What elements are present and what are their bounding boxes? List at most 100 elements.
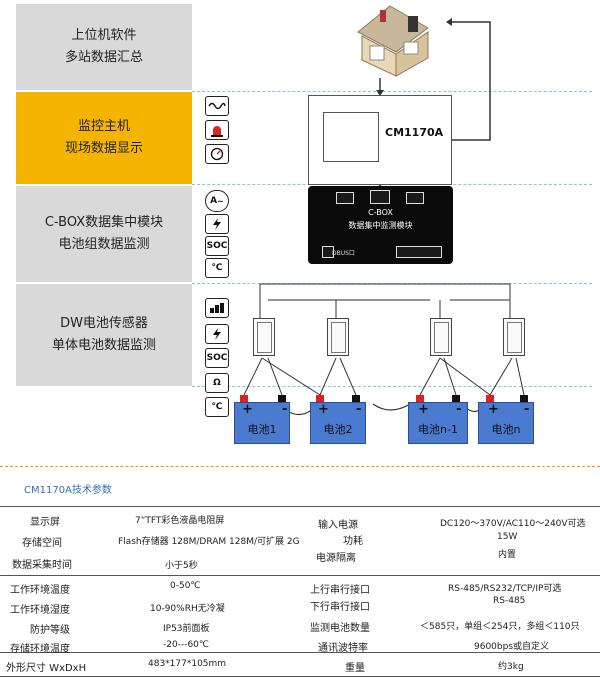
negative-terminal bbox=[520, 395, 528, 402]
positive-terminal bbox=[316, 395, 324, 402]
ohm-icon: Ω bbox=[205, 373, 229, 393]
spec-label: 数据采集时间 bbox=[12, 560, 72, 571]
table-rule bbox=[0, 575, 600, 576]
spec-value: 15W bbox=[497, 532, 518, 542]
minus-sign: - bbox=[524, 402, 530, 417]
spec-value: 483*177*105mm bbox=[148, 659, 227, 669]
battery-cell: 电池1 bbox=[234, 402, 290, 444]
lightning-icon bbox=[205, 214, 229, 234]
device-screen bbox=[323, 112, 379, 162]
device-label: CM1170A bbox=[385, 126, 444, 139]
spec-value: 小于5秒 bbox=[165, 561, 198, 571]
spec-value: ＜585只，单组＜254只，多组＜110只 bbox=[420, 622, 580, 632]
spec-value: 约3kg bbox=[498, 662, 524, 672]
spec-value: 0-50℃ bbox=[170, 581, 201, 591]
tier-host-software: 上位机软件 多站数据汇总 bbox=[16, 4, 192, 90]
spec-label: 输入电源 bbox=[318, 520, 358, 531]
positive-terminal bbox=[240, 395, 248, 402]
battery-cell: 电池n bbox=[478, 402, 534, 444]
spec-label: 存储空间 bbox=[22, 538, 62, 549]
waveform-icon bbox=[205, 96, 229, 116]
spec-value: 9600bps或自定义 bbox=[474, 642, 550, 652]
temperature-icon: ℃ bbox=[205, 397, 229, 417]
spec-label: 工作环境湿度 bbox=[10, 605, 70, 616]
spec-title: CM1170A技术参数 bbox=[24, 485, 112, 496]
port bbox=[406, 192, 424, 204]
lightning-icon bbox=[205, 324, 229, 344]
spec-label: 存储环境温度 bbox=[10, 644, 70, 655]
port bbox=[396, 246, 442, 258]
spec-value: -20---60℃ bbox=[163, 640, 210, 650]
spec-label: 下行串行接口 bbox=[310, 602, 370, 613]
gauge-icon bbox=[205, 144, 229, 164]
divider bbox=[192, 91, 592, 92]
port bbox=[322, 246, 334, 258]
connectors bbox=[243, 18, 525, 416]
soc-icon: SOC bbox=[205, 348, 229, 368]
spec-label: 重量 bbox=[345, 663, 365, 674]
tier-subtitle: 电池组数据监测 bbox=[58, 237, 150, 252]
tier-subtitle: 单体电池数据监测 bbox=[51, 338, 156, 353]
tier-title: 上位机软件 bbox=[71, 28, 137, 43]
spec-value: DC120～370V/AC110～240V可选 bbox=[440, 519, 586, 529]
negative-terminal bbox=[278, 395, 286, 402]
divider bbox=[192, 386, 592, 387]
cbox-subtitle: 数据集中监测模块 bbox=[348, 221, 413, 230]
tier-subtitle: 现场数据显示 bbox=[64, 141, 143, 156]
spec-label: 电源隔离 bbox=[316, 553, 356, 564]
spec-value: 内置 bbox=[498, 550, 517, 560]
negative-terminal bbox=[352, 395, 360, 402]
spec-label: 显示屏 bbox=[30, 517, 60, 528]
spec-value: RS-485 bbox=[493, 596, 526, 606]
tier-cbox: C-BOX数据集中模块 电池组数据监测 bbox=[16, 186, 192, 282]
cbox-title: C-BOX bbox=[368, 208, 393, 217]
spec-value: RS-485/RS232/TCP/IP可选 bbox=[448, 584, 562, 594]
tier-title: 监控主机 bbox=[77, 119, 130, 134]
cm1170a-device: CM1170A bbox=[308, 95, 452, 185]
spec-label: 上行串行接口 bbox=[310, 585, 370, 596]
dbus-port-label: DBUS口 bbox=[332, 250, 355, 257]
spec-value: 7”TFT彩色液晶电阻屏 bbox=[135, 516, 225, 526]
port bbox=[370, 190, 390, 204]
tier-dw-sensor: DW电池传感器 单体电池数据监测 bbox=[16, 284, 192, 386]
dw-sensor bbox=[430, 318, 452, 356]
soc-icon: SOC bbox=[205, 236, 229, 256]
spec-label: 外形尺寸 WxDxH bbox=[6, 663, 87, 674]
spec-label: 防护等级 bbox=[30, 625, 70, 636]
plus-sign: + bbox=[318, 402, 329, 417]
battery-cell: 电池n-1 bbox=[408, 402, 468, 444]
house-icon bbox=[357, 5, 429, 77]
minus-sign: - bbox=[456, 402, 462, 417]
battery-cell: 电池2 bbox=[310, 402, 366, 444]
positive-terminal bbox=[486, 395, 494, 402]
dw-sensor bbox=[253, 318, 275, 356]
minus-sign: - bbox=[356, 402, 362, 417]
temperature-icon: ℃ bbox=[205, 258, 229, 278]
dw-sensor bbox=[503, 318, 525, 356]
negative-terminal bbox=[452, 395, 460, 402]
dw-sensor bbox=[327, 318, 349, 356]
spec-label: 工作环境温度 bbox=[10, 585, 70, 596]
tier-subtitle: 多站数据汇总 bbox=[64, 50, 143, 65]
battery-level-icon bbox=[205, 298, 229, 318]
spec-value: 10-90%RH无冷凝 bbox=[150, 604, 225, 614]
spec-value: IP53前面板 bbox=[163, 624, 210, 634]
tier-title: C-BOX数据集中模块 bbox=[44, 215, 164, 230]
spec-label: 监测电池数量 bbox=[310, 623, 370, 634]
spec-label: 通讯波特率 bbox=[318, 643, 368, 654]
table-rule bbox=[0, 506, 600, 507]
ammeter-icon: A~ bbox=[205, 190, 229, 212]
minus-sign: - bbox=[282, 402, 288, 417]
positive-terminal bbox=[416, 395, 424, 402]
table-rule bbox=[0, 676, 600, 677]
tier-title: DW电池传感器 bbox=[60, 316, 148, 331]
port bbox=[336, 192, 354, 204]
plus-sign: + bbox=[418, 402, 429, 417]
plus-sign: + bbox=[488, 402, 499, 417]
spec-value: Flash存储器 128M/DRAM 128M/可扩展 2G bbox=[118, 537, 300, 547]
table-rule bbox=[0, 652, 600, 653]
section-divider bbox=[0, 466, 600, 467]
plus-sign: + bbox=[242, 402, 253, 417]
alarm-light-icon bbox=[205, 120, 229, 140]
cbox-module: C-BOX 数据集中监测模块 DBUS口 bbox=[308, 186, 453, 264]
